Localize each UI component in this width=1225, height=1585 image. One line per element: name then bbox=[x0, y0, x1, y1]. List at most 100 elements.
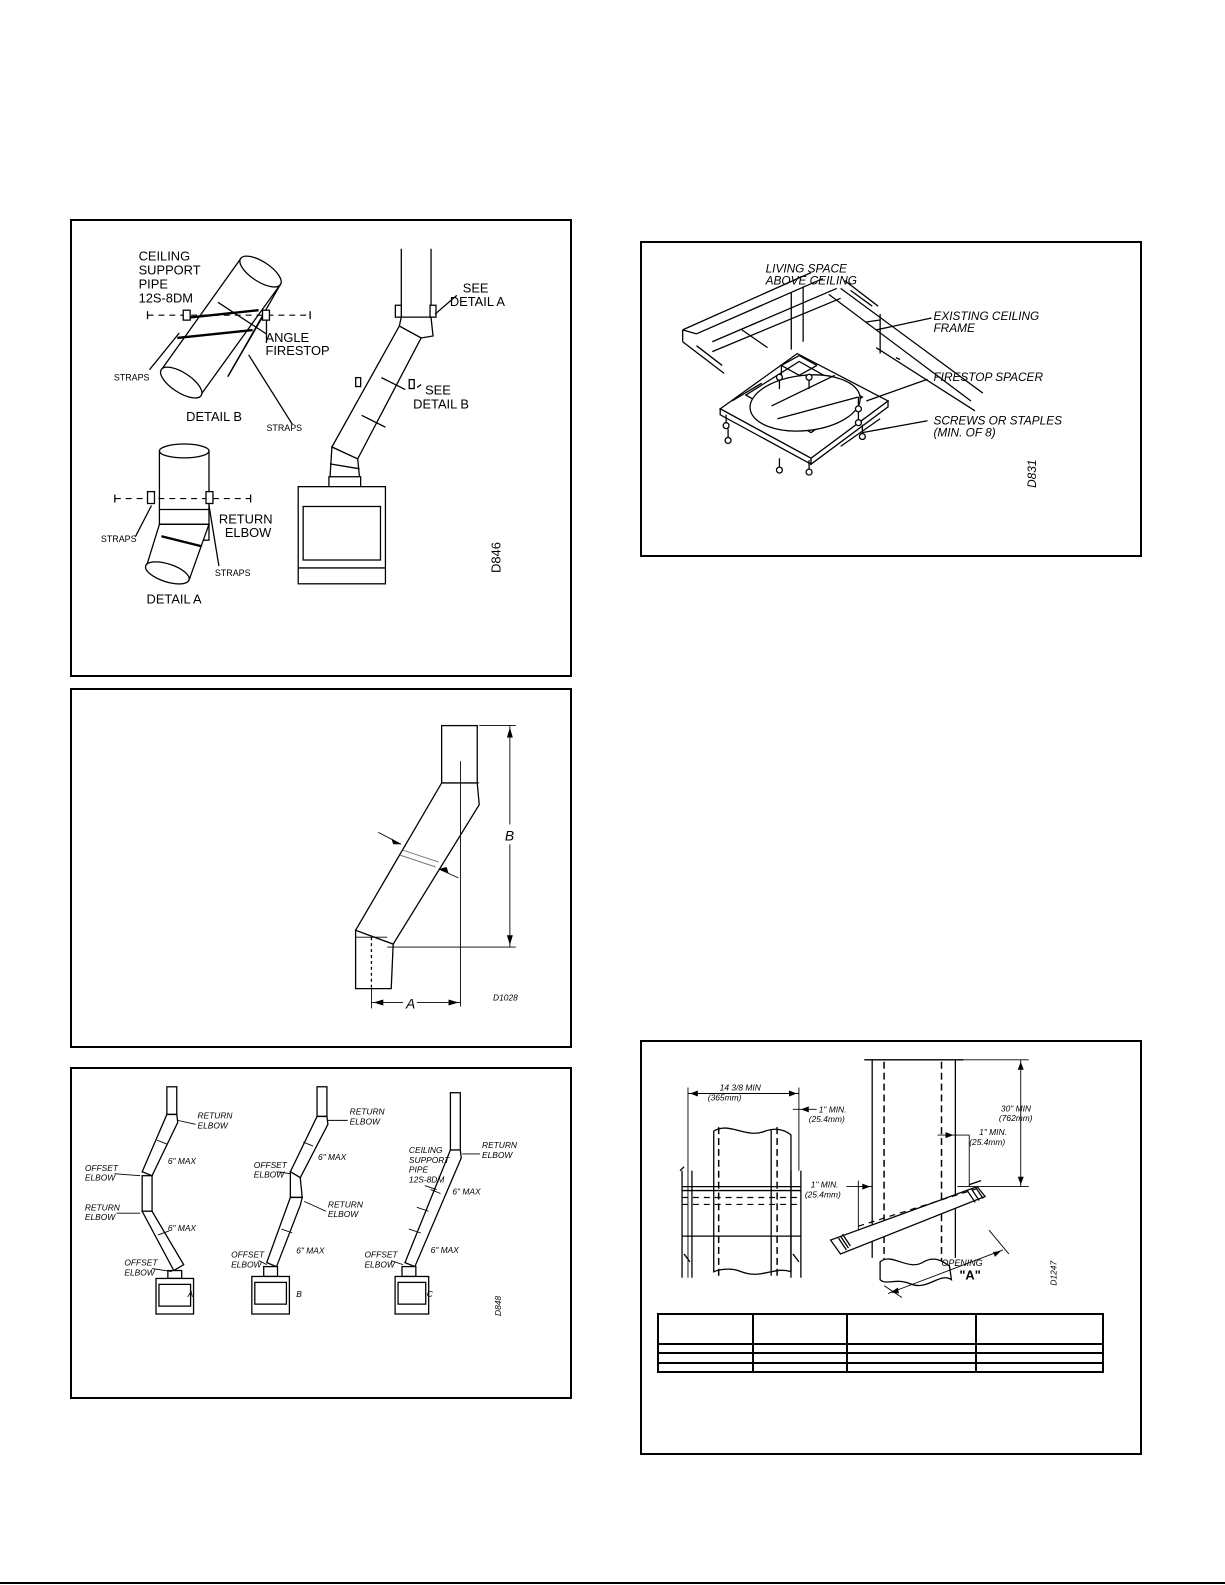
detail-b-pipe bbox=[159, 255, 282, 399]
firestop-spacer-drawing: LIVING SPACE ABOVE CEILING EXISTING CEIL… bbox=[682, 262, 1065, 488]
detail-a-title: DETAIL A bbox=[147, 592, 203, 607]
strap-icon bbox=[205, 490, 214, 505]
angle-firestop-label: ANGLE FIRESTOP bbox=[265, 330, 329, 358]
straps-label: STRAPS bbox=[101, 534, 137, 544]
screw-icon bbox=[805, 373, 813, 390]
table-cell bbox=[846, 1313, 977, 1345]
table-cell bbox=[657, 1342, 754, 1355]
offset-installation-detail-panel: CEILING SUPPORT PIPE 12S-8DM ANGLE FIRES… bbox=[70, 219, 572, 677]
table-cell bbox=[657, 1361, 754, 1374]
dimension-a: A bbox=[370, 988, 461, 1011]
firestop-spacer-plate bbox=[718, 352, 890, 466]
variant-b-label: B bbox=[296, 1289, 302, 1299]
variant-a-label: A bbox=[187, 1289, 194, 1299]
strap-icon bbox=[355, 376, 362, 388]
drawing-id: D1247 bbox=[1048, 1261, 1058, 1286]
table-cell bbox=[752, 1342, 848, 1355]
opening-size-table bbox=[657, 1313, 1104, 1374]
one-min-label: 1" MIN. (25.4mm) bbox=[809, 1104, 849, 1124]
ceiling-support-pipe-label: CEILING SUPPORT PIPE 12S-8DM bbox=[139, 249, 205, 306]
thirty-min-label: 30" MIN (762mm) bbox=[999, 1103, 1033, 1123]
clearance-opening-panel: 14 3/8 MIN (365mm) 1" MIN. (25.4mm) 30" … bbox=[640, 1040, 1142, 1455]
dimension-a-label: A bbox=[405, 995, 415, 1011]
screw-icon bbox=[775, 373, 784, 390]
drawing-id: D1028 bbox=[493, 993, 518, 1003]
screws-or-staples-label: SCREWS OR STAPLES (MIN. OF 8) bbox=[933, 414, 1065, 440]
table-row bbox=[657, 1361, 1104, 1374]
variant-c-label: C bbox=[427, 1289, 434, 1299]
offset-pipe-outline bbox=[354, 724, 480, 1007]
six-max-label: 6" MAX bbox=[168, 1156, 197, 1166]
screw-icon bbox=[722, 414, 730, 430]
six-max-label: 6" MAX bbox=[168, 1223, 197, 1233]
table-cell bbox=[657, 1352, 754, 1364]
strap-icon bbox=[394, 304, 402, 318]
table-cell bbox=[846, 1352, 977, 1364]
strap-icon bbox=[146, 490, 156, 505]
screw-icon bbox=[775, 458, 784, 474]
see-detail-b-label: SEE DETAIL B bbox=[413, 382, 469, 411]
detail-a-pipe bbox=[144, 443, 210, 585]
table-cell bbox=[975, 1313, 1104, 1345]
one-min-label: 1" MIN. (25.4mm) bbox=[969, 1127, 1009, 1147]
offset-installation-drawing: CEILING SUPPORT PIPE 12S-8DM ANGLE FIRES… bbox=[101, 248, 506, 607]
straps-label: STRAPS bbox=[114, 373, 150, 383]
strap-icon bbox=[182, 309, 191, 321]
six-max-label: 6" MAX bbox=[296, 1246, 325, 1256]
table-row bbox=[657, 1313, 1104, 1345]
right-pipe-section bbox=[829, 1059, 987, 1287]
screw-icon bbox=[854, 410, 863, 427]
opening-label: OPENING bbox=[942, 1258, 983, 1268]
opening-a-label: "A" bbox=[959, 1268, 980, 1283]
screw-icon bbox=[854, 397, 863, 413]
table-cell bbox=[752, 1361, 848, 1374]
variant-a-assembly bbox=[141, 1086, 195, 1315]
straps-label: STRAPS bbox=[215, 568, 251, 578]
table-cell bbox=[975, 1361, 1104, 1374]
drawing-id: D848 bbox=[493, 1296, 503, 1316]
table-cell bbox=[975, 1342, 1104, 1355]
drawing-id: D846 bbox=[488, 542, 503, 573]
six-max-label: 6" MAX bbox=[318, 1152, 347, 1162]
ceiling-frame bbox=[682, 272, 984, 412]
see-detail-a-label: SEE DETAIL A bbox=[450, 280, 506, 309]
table-row bbox=[657, 1342, 1104, 1355]
drawing-id: D831 bbox=[1025, 460, 1039, 488]
six-max-label: 6" MAX bbox=[431, 1245, 460, 1255]
table-cell bbox=[846, 1342, 977, 1355]
table-cell bbox=[846, 1361, 977, 1374]
screw-icons bbox=[722, 373, 866, 476]
straps-label: STRAPS bbox=[266, 423, 302, 433]
detail-b-title: DETAIL B bbox=[186, 409, 242, 424]
table-cell bbox=[752, 1313, 848, 1345]
left-pipe-section bbox=[679, 1127, 802, 1278]
table-cell bbox=[657, 1313, 754, 1345]
page-bottom-rule bbox=[0, 1582, 1225, 1584]
firestop-spacer-label: FIRESTOP SPACER bbox=[933, 370, 1043, 384]
dimension-14-3-8 bbox=[687, 1087, 800, 1278]
chimney-offset-assembly bbox=[297, 248, 434, 585]
dimension-b-label: B bbox=[505, 827, 514, 843]
six-max-label: 6" MAX bbox=[452, 1186, 481, 1196]
table-cell bbox=[975, 1352, 1104, 1364]
table-cell bbox=[752, 1352, 848, 1364]
firestop-spacer-panel: LIVING SPACE ABOVE CEILING EXISTING CEIL… bbox=[640, 241, 1142, 557]
ceiling-support-pipe-label: CEILING SUPPORT PIPE 12S-8DM bbox=[409, 1145, 452, 1185]
strap-icon bbox=[408, 378, 415, 390]
offset-dimensions-panel: B A D1028 bbox=[70, 688, 572, 1048]
return-elbow-label: RETURN ELBOW bbox=[219, 511, 276, 540]
strap-icon bbox=[261, 309, 271, 321]
fourteen-min-label: 14 3/8 MIN (365mm) bbox=[708, 1083, 763, 1103]
variant-c-assembly bbox=[394, 1092, 462, 1315]
